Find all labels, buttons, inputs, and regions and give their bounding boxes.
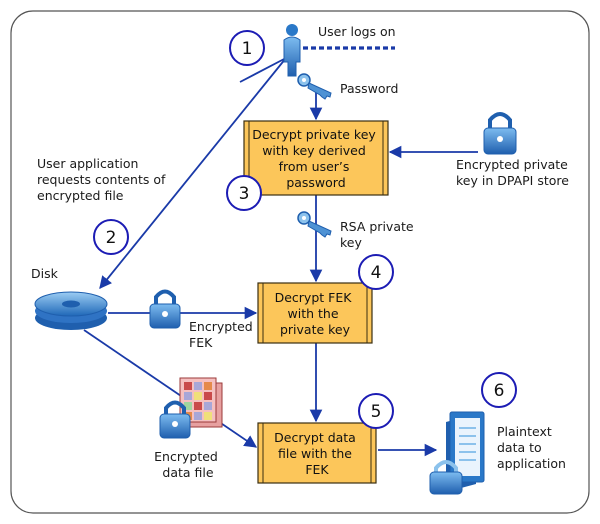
box1-line-4: password (286, 175, 345, 190)
label-disk: Disk (31, 266, 59, 281)
svg-text:6: 6 (494, 381, 505, 401)
step-circle-3: 3 (226, 175, 262, 211)
user-icon (283, 24, 301, 77)
arrow-user-to-disk (99, 57, 287, 289)
svg-text:Decrypt private key with: Decrypt private key with key derived fro… (252, 127, 380, 190)
label-user-logs-on: User logs on (318, 24, 396, 39)
fek-lock-icon (149, 289, 181, 329)
step-circle-5: 5 (358, 393, 394, 429)
encrypted-data-file-icon (159, 377, 223, 439)
process-box-1: Decrypt private key with key derived fro… (243, 120, 389, 196)
box2-line-1: Decrypt FEK (275, 290, 353, 305)
step-circle-2: 2 (93, 219, 129, 255)
label-password: Password (340, 81, 398, 96)
label-encrypted-private-key: Encrypted private key in DPAPI store (456, 157, 572, 188)
box3-line-3: FEK (305, 462, 329, 477)
connectors (83, 46, 478, 457)
svg-text:2: 2 (106, 228, 117, 248)
step-circle-1: 1 (229, 30, 265, 66)
line-user-to-disk-upper (239, 57, 287, 83)
svg-text:Decrypt FEK with the: Decrypt FEK with the private key (275, 290, 356, 337)
label-encrypted-data-file: Encrypted data file (154, 449, 222, 480)
disk-icon (34, 291, 108, 330)
svg-text:Decrypt data file with t: Decrypt data file with the FEK (274, 430, 360, 477)
box1-line-1: Decrypt private key (252, 127, 376, 142)
box2-line-2: with the (288, 306, 339, 321)
diagram-frame (10, 10, 590, 514)
box1-line-2: with key derived (262, 143, 366, 158)
box3-line-2: file with the (278, 446, 352, 461)
plaintext-document-icon (429, 411, 485, 495)
process-box-3: Decrypt data file with the FEK (257, 422, 377, 484)
svg-text:5: 5 (371, 402, 382, 422)
step-circle-6: 6 (481, 372, 517, 408)
svg-text:1: 1 (242, 39, 253, 59)
box1-line-3: from user’s (279, 159, 350, 174)
box3-line-1: Decrypt data (274, 430, 356, 445)
arrow-disk-to-box3 (83, 329, 258, 448)
label-user-application: User application requests contents of en… (37, 156, 169, 203)
box2-line-3: private key (280, 322, 351, 337)
label-rsa-private-key: RSA private key (340, 219, 418, 250)
svg-text:4: 4 (371, 263, 382, 283)
password-key-icon (297, 73, 332, 100)
process-box-2: Decrypt FEK with the private key (257, 282, 373, 344)
svg-text:3: 3 (239, 184, 250, 204)
step-circle-4: 4 (358, 254, 394, 290)
rsa-key-icon (297, 211, 332, 238)
label-encrypted-fek: Encrypted FEK (189, 319, 257, 350)
label-plaintext-data: Plaintext data to application (497, 424, 566, 471)
dpapi-lock-icon (483, 112, 517, 155)
